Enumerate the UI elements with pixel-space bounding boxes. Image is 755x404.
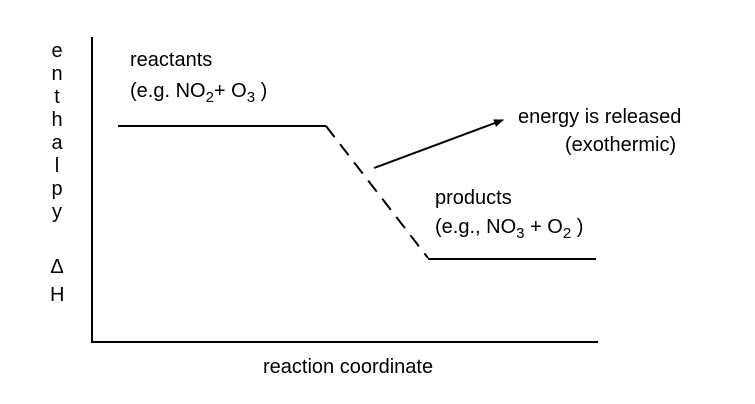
reactants-sub-1: 2: [205, 89, 214, 106]
reactants-example: (e.g. NO2+ O3 ): [130, 80, 268, 105]
products-example-suffix: ): [571, 216, 584, 238]
y-axis-letter: y: [52, 201, 62, 223]
products-example-prefix: (e.g., NO: [435, 216, 517, 238]
products-example-mid: + O: [524, 216, 563, 238]
products-sub-2: 2: [562, 225, 572, 242]
y-axis-letter: l: [54, 155, 60, 177]
y-axis-letter: p: [51, 178, 63, 200]
reactants-title: reactants: [130, 49, 213, 71]
annotation-line-2: (exothermic): [565, 134, 677, 156]
x-axis-label: reaction coordinate: [263, 356, 434, 378]
annotation-line-1: energy is released: [518, 106, 682, 128]
y-axis-letter: n: [51, 63, 63, 85]
y-axis-letter: t: [54, 86, 60, 108]
reactants-example-suffix: ): [255, 80, 268, 102]
energy-arrow: [373, 119, 504, 169]
reactants-example-mid: + O: [213, 80, 247, 102]
y-axis-delta-symbol: Δ: [50, 256, 64, 278]
products-example: (e.g., NO3 + O2 ): [435, 216, 584, 241]
products-sub-1: 3: [516, 225, 525, 242]
reactants-sub-2: 3: [246, 89, 256, 106]
y-axis-letter: a: [51, 132, 63, 154]
reactants-example-prefix: (e.g. NO: [130, 80, 206, 102]
y-axis-letter: h: [51, 109, 63, 131]
y-axis-letter: e: [51, 40, 63, 62]
y-axis-h-letter: H: [50, 284, 65, 306]
products-title: products: [435, 187, 512, 209]
transition-dashed-line: [325, 125, 429, 259]
